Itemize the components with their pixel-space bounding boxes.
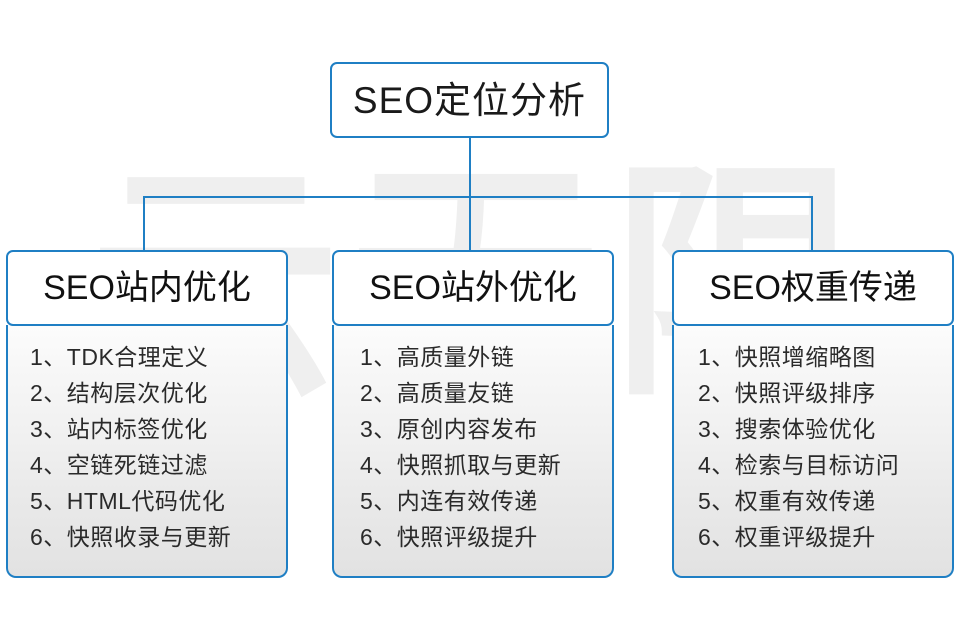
branch-body-weight: 1、快照增缩略图 2、快照评级排序 3、搜索体验优化 4、检索与目标访问 5、权… [672,325,954,578]
branch-item-list: 1、高质量外链 2、高质量友链 3、原创内容发布 4、快照抓取与更新 5、内连有… [334,339,612,555]
list-item: 3、站内标签优化 [30,416,208,442]
list-item: 6、快照评级提升 [360,524,538,550]
list-item: 1、高质量外链 [360,344,515,370]
branch-header-offsite[interactable]: SEO站外优化 [332,250,614,326]
list-item: 6、快照收录与更新 [30,524,232,550]
list-item: 2、结构层次优化 [30,380,208,406]
branch-body-onsite: 1、TDK合理定义 2、结构层次优化 3、站内标签优化 4、空链死链过滤 5、H… [6,325,288,578]
list-item: 6、权重评级提升 [698,524,876,550]
branch-header-label: SEO权重传递 [709,269,917,307]
branch-header-weight[interactable]: SEO权重传递 [672,250,954,326]
branch-column-weight: SEO权重传递 1、快照增缩略图 2、快照评级排序 3、搜索体验优化 4、检索与… [672,250,954,578]
branch-body-offsite: 1、高质量外链 2、高质量友链 3、原创内容发布 4、快照抓取与更新 5、内连有… [332,325,614,578]
list-item: 2、高质量友链 [360,380,515,406]
branch-header-label: SEO站外优化 [369,269,577,307]
list-item: 5、内连有效传递 [360,488,538,514]
list-item: 2、快照评级排序 [698,380,876,406]
branch-item-list: 1、快照增缩略图 2、快照评级排序 3、搜索体验优化 4、检索与目标访问 5、权… [674,339,952,555]
branch-columns: SEO站内优化 1、TDK合理定义 2、结构层次优化 3、站内标签优化 4、空链… [0,250,960,580]
branch-item-list: 1、TDK合理定义 2、结构层次优化 3、站内标签优化 4、空链死链过滤 5、H… [8,339,286,555]
branch-header-onsite[interactable]: SEO站内优化 [6,250,288,326]
branch-header-label: SEO站内优化 [43,269,251,307]
list-item: 4、检索与目标访问 [698,452,900,478]
list-item: 4、空链死链过滤 [30,452,208,478]
list-item: 4、快照抓取与更新 [360,452,562,478]
list-item: 1、快照增缩略图 [698,344,876,370]
root-node[interactable]: SEO定位分析 [330,62,609,138]
list-item: 1、TDK合理定义 [30,344,209,370]
list-item: 5、权重有效传递 [698,488,876,514]
list-item: 3、原创内容发布 [360,416,538,442]
branch-column-offsite: SEO站外优化 1、高质量外链 2、高质量友链 3、原创内容发布 4、快照抓取与… [332,250,614,578]
list-item: 3、搜索体验优化 [698,416,876,442]
list-item: 5、HTML代码优化 [30,488,226,514]
root-node-label: SEO定位分析 [352,79,587,121]
branch-column-onsite: SEO站内优化 1、TDK合理定义 2、结构层次优化 3、站内标签优化 4、空链… [6,250,288,578]
